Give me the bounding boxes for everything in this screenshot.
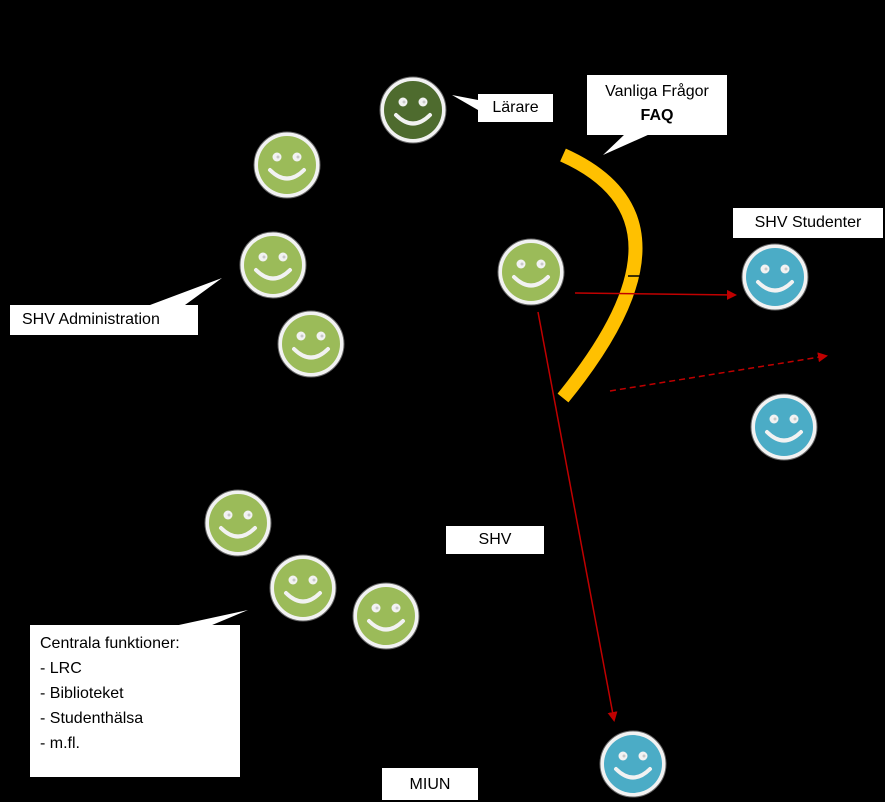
faq-callout-pointer	[603, 134, 650, 155]
smiley-pupil-right	[247, 513, 251, 517]
centrala-callout-pointer	[165, 610, 248, 628]
smiley-mouth	[254, 268, 292, 281]
label-larare-text: Lärare	[492, 99, 539, 116]
label-shv-studenter: SHV Studenter	[733, 208, 883, 238]
arrow-to-miun	[537, 311, 618, 722]
smiley-pupil-right	[540, 262, 544, 266]
smiley-mouth	[512, 275, 550, 288]
smiley-face	[282, 315, 340, 373]
smiley-face	[209, 494, 267, 552]
smiley-pupil-right	[282, 255, 286, 259]
smiley-group	[204, 76, 818, 798]
label-shv: SHV	[446, 526, 544, 554]
smiley-pupil-left	[262, 255, 266, 259]
smiley-mouth	[765, 430, 803, 443]
smiley-admin-1-icon	[253, 131, 321, 199]
smiley-pupil-right	[320, 334, 324, 338]
smiley-pupil-left	[764, 267, 768, 271]
smiley-face	[604, 735, 662, 793]
smiley-mouth	[292, 347, 330, 360]
smiley-face	[274, 559, 332, 617]
smiley-mouth	[284, 591, 322, 604]
smiley-pupil-right	[793, 417, 797, 421]
smiley-pupil-right	[312, 578, 316, 582]
faq-line1: Vanliga Frågor	[605, 83, 709, 100]
smiley-pupil-right	[642, 754, 646, 758]
smiley-pupil-left	[227, 513, 231, 517]
smiley-central-3-icon	[352, 582, 420, 650]
faq-line2: FAQ	[587, 104, 727, 128]
smiley-pupil-left	[276, 155, 280, 159]
smiley-mouth	[268, 168, 306, 181]
smiley-mouth	[756, 280, 794, 293]
smiley-mouth	[367, 619, 405, 632]
smiley-face	[755, 398, 813, 456]
centrala-item: - Studenthälsa	[40, 710, 144, 727]
smiley-admin-2-icon	[239, 231, 307, 299]
smiley-admin-3-icon	[277, 310, 345, 378]
label-shv-studenter-text: SHV Studenter	[754, 214, 862, 231]
label-shv-text: SHV	[478, 531, 512, 548]
smiley-face	[384, 81, 442, 139]
smiley-central-1-icon	[204, 489, 272, 557]
arrow-dashed-out	[609, 352, 828, 392]
smiley-face	[502, 243, 560, 301]
centrala-item: - m.fl.	[40, 735, 80, 752]
smiley-mouth	[614, 767, 652, 780]
smiley-pupil-right	[395, 606, 399, 610]
admin-callout-pointer	[150, 278, 222, 305]
smiley-student-2-icon	[750, 393, 818, 461]
label-larare: Lärare	[478, 94, 553, 122]
smiley-mouth	[394, 113, 432, 126]
smiley-pupil-left	[773, 417, 777, 421]
faq-line2-bold: FAQ	[640, 107, 674, 124]
smiley-pupil-right	[784, 267, 788, 271]
smiley-pupil-left	[520, 262, 524, 266]
smiley-pupil-right	[422, 100, 426, 104]
smiley-teacher-icon	[379, 76, 447, 144]
label-shv-administration: SHV Administration	[10, 305, 198, 335]
smiley-pupil-left	[292, 578, 296, 582]
smiley-pupil-left	[402, 100, 406, 104]
arrow-to-student	[574, 289, 737, 300]
faq-arc	[557, 148, 643, 403]
label-shv-administration-text: SHV Administration	[22, 311, 160, 328]
smiley-face	[357, 587, 415, 645]
smiley-pupil-left	[300, 334, 304, 338]
label-miun: MIUN	[382, 768, 478, 800]
smiley-miun-icon	[599, 730, 667, 798]
smiley-central-2-icon	[269, 554, 337, 622]
label-miun-text: MIUN	[409, 776, 451, 793]
smiley-pupil-left	[622, 754, 626, 758]
centrala-item: - LRC	[40, 660, 82, 677]
smiley-shv-center-icon	[497, 238, 565, 306]
smiley-student-1-icon	[741, 243, 809, 311]
larare-callout-pointer	[452, 95, 478, 110]
smiley-pupil-right	[296, 155, 300, 159]
centrala-item: - Biblioteket	[40, 685, 124, 702]
smiley-face	[244, 236, 302, 294]
centrala-title: Centrala funktioner:	[40, 635, 180, 652]
label-faq: Vanliga Frågor FAQ	[587, 75, 727, 135]
smiley-face	[746, 248, 804, 306]
smiley-pupil-left	[375, 606, 379, 610]
label-centrala-funktioner: Centrala funktioner: - LRC - Biblioteket…	[30, 625, 240, 777]
smiley-face	[258, 136, 316, 194]
smiley-mouth	[219, 526, 257, 539]
